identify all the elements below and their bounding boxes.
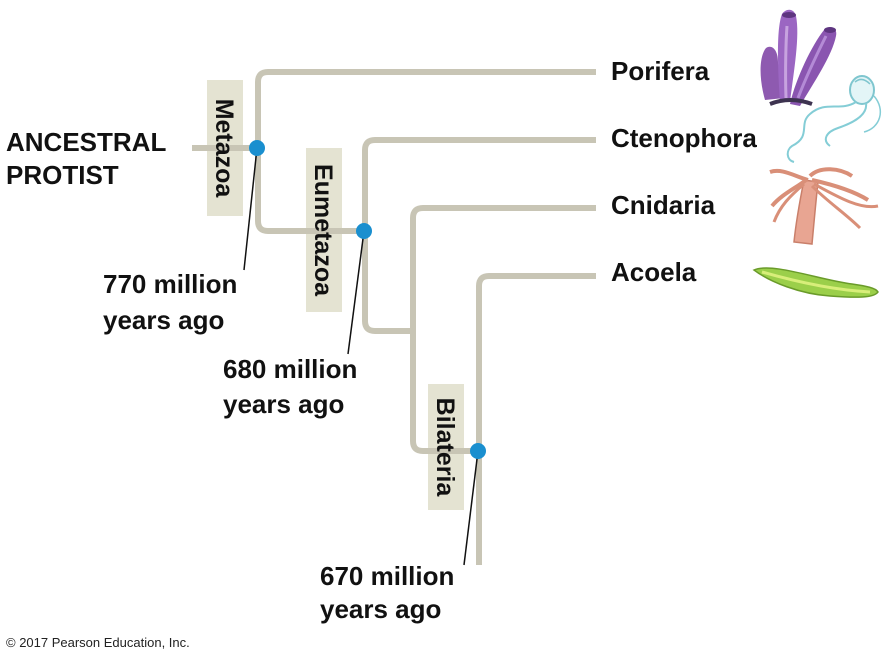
- bilateria-node: [470, 443, 486, 459]
- date-670-line2: years ago: [320, 594, 441, 624]
- pointer-770: [243, 147, 258, 271]
- sponge-icon: [760, 9, 837, 106]
- clade-label-metazoa: Metazoa: [210, 99, 238, 199]
- taxon-cnidaria: Cnidaria: [611, 190, 716, 220]
- pointer-680: [347, 230, 365, 355]
- date-680-line2: years ago: [223, 389, 344, 419]
- bilateria-box: [428, 384, 464, 510]
- tree-branches: [192, 69, 596, 565]
- date-670-line1: 670 million: [320, 561, 454, 591]
- date-pointers: [243, 147, 479, 566]
- date-680-line1: 680 million: [223, 354, 357, 384]
- date-770-line2: years ago: [103, 305, 224, 335]
- metazoa-node: [249, 140, 265, 156]
- clade-label-bilateria: Bilateria: [431, 398, 459, 498]
- root-label-line1: ANCESTRAL: [6, 127, 166, 157]
- bilateria-branch: [476, 273, 596, 565]
- clade-label-eumetazoa: Eumetazoa: [309, 164, 337, 297]
- root-label-line2: PROTIST: [6, 160, 119, 190]
- date-770-line1: 770 million: [103, 269, 237, 299]
- cnidaria-bilateria-branch: [410, 205, 596, 454]
- taxon-porifera: Porifera: [611, 56, 710, 86]
- copyright-notice: © 2017 Pearson Education, Inc.: [6, 635, 190, 650]
- flatworm-icon: [752, 267, 879, 298]
- hydra-icon: [769, 167, 879, 245]
- eumetazoa-node: [356, 223, 372, 239]
- comb-jelly-icon: [786, 75, 882, 163]
- taxon-acoela: Acoela: [611, 257, 697, 287]
- taxon-ctenophora: Ctenophora: [611, 123, 757, 153]
- pointer-670: [463, 450, 479, 566]
